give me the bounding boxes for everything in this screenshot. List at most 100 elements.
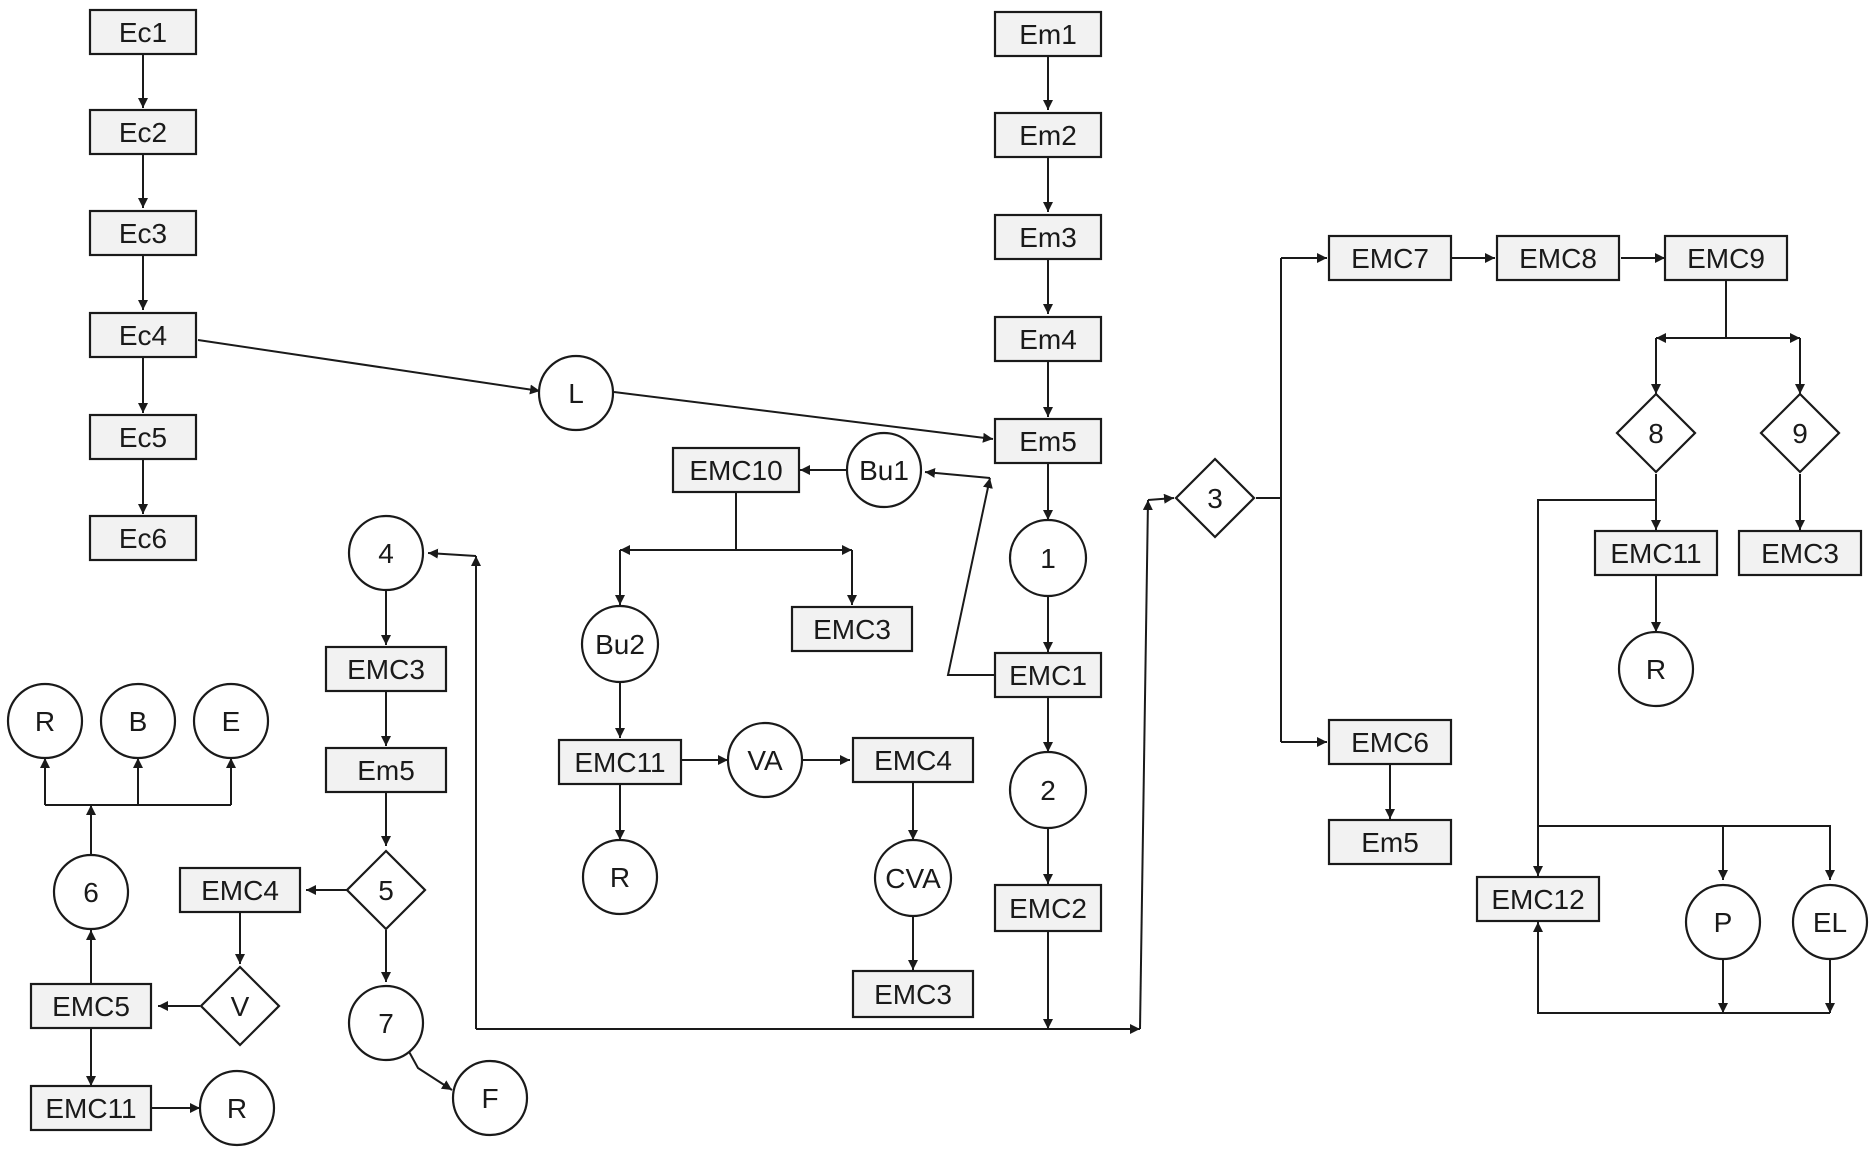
- node-emc3c: EMC3: [853, 971, 973, 1017]
- node-label: Em3: [1019, 222, 1077, 253]
- node-label: R: [1646, 654, 1666, 685]
- edge-return-emc12: [1538, 922, 1830, 1013]
- node-emc11b: EMC11: [559, 740, 681, 784]
- edge-to-3: [1148, 498, 1174, 500]
- node-ec2: Ec2: [90, 110, 196, 154]
- edge-ec4-L: [198, 340, 540, 391]
- node-emc7: EMC7: [1329, 236, 1451, 280]
- node-emc3d: EMC3: [1739, 531, 1861, 575]
- node-label: E: [222, 706, 241, 737]
- node-d8: 8: [1617, 394, 1695, 472]
- node-ec3: Ec3: [90, 211, 196, 255]
- node-label: VA: [747, 745, 783, 776]
- node-label: 3: [1207, 483, 1223, 514]
- edge-7-F: [407, 1048, 452, 1090]
- node-label: Bu1: [859, 455, 909, 486]
- node-emc4a: EMC4: [180, 868, 300, 912]
- node-label: EMC11: [1610, 538, 1701, 569]
- node-label: EMC12: [1491, 884, 1584, 915]
- node-d9: 9: [1761, 394, 1839, 472]
- node-em5c: Em5: [1329, 820, 1451, 864]
- node-label: 1: [1040, 543, 1056, 574]
- node-label: 7: [378, 1008, 394, 1039]
- node-label: Em4: [1019, 324, 1077, 355]
- node-label: Ec3: [119, 218, 167, 249]
- node-n6: 6: [54, 855, 128, 929]
- node-n7: 7: [349, 986, 423, 1060]
- node-label: 2: [1040, 775, 1056, 806]
- node-label: R: [35, 706, 55, 737]
- node-EL: EL: [1793, 885, 1867, 959]
- node-emc11c: EMC11: [1595, 531, 1717, 575]
- node-emc4b: EMC4: [853, 738, 973, 782]
- node-label: EMC11: [574, 747, 665, 778]
- node-n4: 4: [349, 516, 423, 590]
- node-F: F: [453, 1061, 527, 1135]
- node-n1: 1: [1010, 520, 1086, 596]
- node-emc12: EMC12: [1477, 877, 1599, 921]
- node-label: EMC6: [1351, 727, 1429, 758]
- node-label: P: [1714, 907, 1733, 938]
- edge-bar-P: [1538, 826, 1723, 880]
- node-label: CVA: [885, 863, 941, 894]
- node-emc3b: EMC3: [792, 607, 912, 651]
- edge-emc1-bu1: [948, 478, 995, 675]
- node-va: VA: [728, 723, 802, 797]
- node-label: EMC4: [201, 875, 279, 906]
- node-label: F: [481, 1083, 498, 1114]
- node-P: P: [1686, 885, 1760, 959]
- node-ec1: Ec1: [90, 10, 196, 54]
- node-label: EMC3: [347, 654, 425, 685]
- node-label: EMC3: [874, 979, 952, 1010]
- node-label: Em5: [1019, 426, 1077, 457]
- edge-bar-EL: [1723, 826, 1830, 880]
- node-ec5: Ec5: [90, 415, 196, 459]
- node-em3: Em3: [995, 215, 1101, 259]
- node-label: 5: [378, 875, 394, 906]
- node-d5: 5: [347, 851, 425, 929]
- node-emc5: EMC5: [31, 984, 151, 1028]
- diagram-edges: [45, 55, 1830, 1108]
- node-B: B: [101, 684, 175, 758]
- node-emc2: EMC2: [995, 885, 1101, 931]
- edge-em5-bu1: [925, 472, 990, 478]
- node-em4: Em4: [995, 317, 1101, 361]
- node-label: R: [610, 862, 630, 893]
- node-label: EMC10: [689, 455, 782, 486]
- node-label: EMC3: [813, 614, 891, 645]
- node-bu2: Bu2: [582, 606, 658, 682]
- node-em2: Em2: [995, 113, 1101, 157]
- node-E: E: [194, 684, 268, 758]
- node-emc10: EMC10: [673, 448, 799, 492]
- node-label: Ec1: [119, 17, 167, 48]
- node-emc8: EMC8: [1497, 236, 1619, 280]
- node-ec6: Ec6: [90, 516, 196, 560]
- node-n2: 2: [1010, 752, 1086, 828]
- node-label: EMC11: [45, 1093, 136, 1124]
- node-label: EMC9: [1687, 243, 1765, 274]
- edge-L-em5: [614, 392, 993, 439]
- node-em1: Em1: [995, 12, 1101, 56]
- node-label: EMC2: [1009, 893, 1087, 924]
- node-label: L: [568, 378, 584, 409]
- node-label: Bu2: [595, 629, 645, 660]
- node-emc11a: EMC11: [31, 1086, 151, 1130]
- node-em5b: Em5: [326, 748, 446, 792]
- node-label: 6: [83, 877, 99, 908]
- node-label: EMC3: [1761, 538, 1839, 569]
- node-label: V: [231, 991, 250, 1022]
- node-label: 4: [378, 538, 394, 569]
- node-emc9: EMC9: [1665, 236, 1787, 280]
- node-emc6: EMC6: [1329, 720, 1451, 764]
- node-label: Ec2: [119, 117, 167, 148]
- node-Ra: R: [200, 1071, 274, 1145]
- node-emc3a: EMC3: [326, 647, 446, 691]
- diagram-nodes: Ec1Ec2Ec3Ec4Ec5Ec6LEm1Em2Em3Em4Em51EMC12…: [8, 10, 1867, 1145]
- node-label: Ec6: [119, 523, 167, 554]
- node-dV: V: [201, 967, 279, 1045]
- node-bu1: Bu1: [847, 433, 921, 507]
- edge-bus-up-3: [1140, 500, 1148, 1029]
- node-Rc: R: [1619, 632, 1693, 706]
- node-label: B: [129, 706, 148, 737]
